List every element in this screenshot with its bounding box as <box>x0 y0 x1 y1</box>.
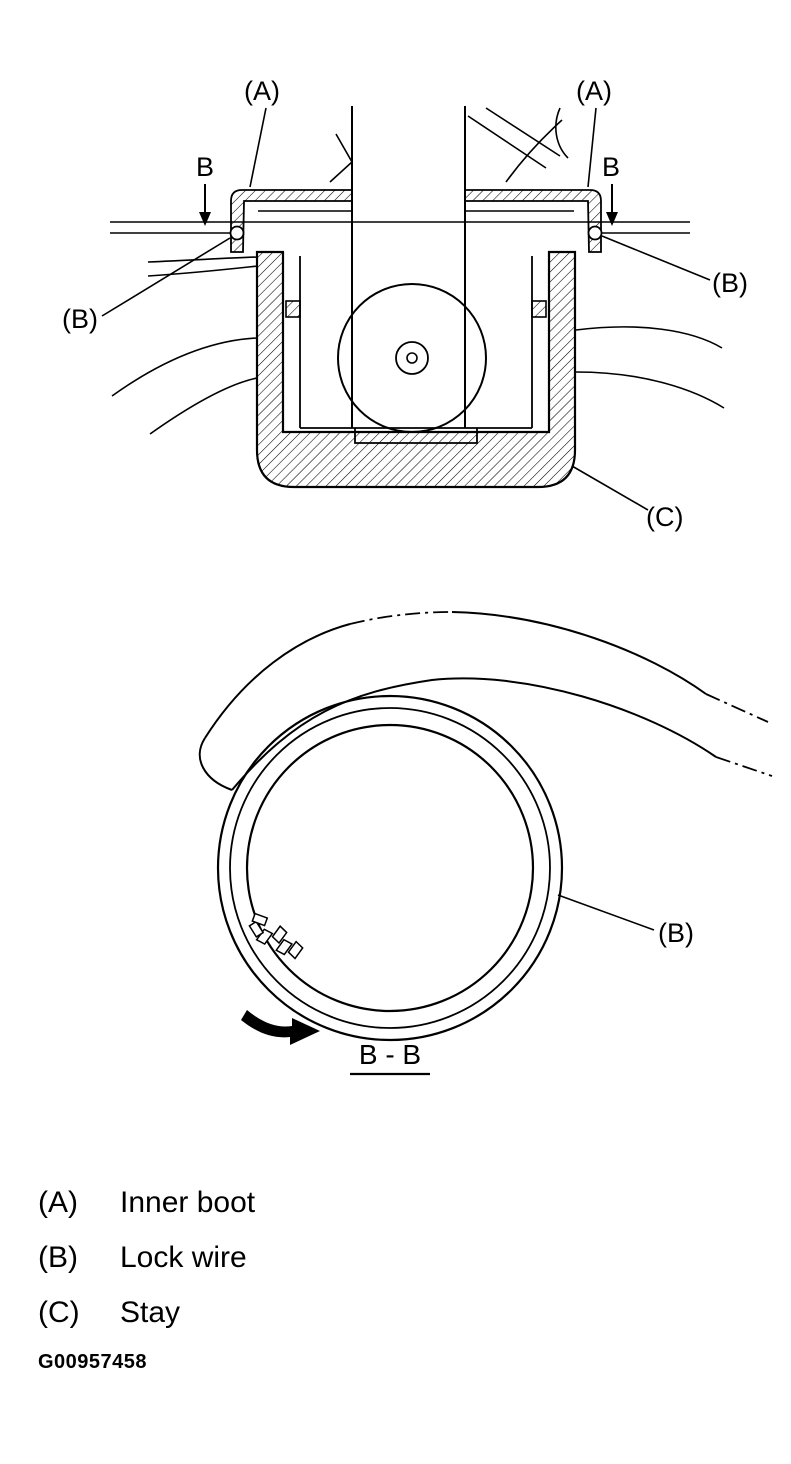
race-bottom-step <box>354 428 478 444</box>
ball-joint <box>337 283 487 433</box>
snap-ring-left <box>285 300 301 318</box>
leader-a-right <box>587 107 597 188</box>
leader-a-left <box>249 107 267 188</box>
legend-key-a: (A) <box>38 1186 78 1219</box>
diagram-canvas: (A) (A) B B (B) (B) (C) <box>62 76 773 1076</box>
label-a-right: (A) <box>576 76 612 106</box>
legend-row-a: (A) Inner boot <box>38 1186 255 1220</box>
twist-segment <box>275 938 294 956</box>
inner-boot-left <box>230 189 353 253</box>
leader-b-ring <box>557 894 655 931</box>
legend-row-b: (B) Lock wire <box>38 1241 255 1275</box>
figure-code: G00957458 <box>38 1351 148 1373</box>
cross-section-view <box>101 106 725 511</box>
label-b-left: (B) <box>62 304 98 334</box>
housing-line-left-1 <box>147 256 259 263</box>
lock-wire-ring <box>229 707 551 1029</box>
legend-label-c: Stay <box>120 1296 181 1329</box>
spline-sketch-2 <box>485 107 561 157</box>
leader-c <box>571 465 649 511</box>
label-b-arrow-right: B <box>602 152 620 182</box>
band-lower-phantom-right <box>715 756 773 777</box>
twist-end-stub <box>251 912 269 927</box>
legend-label-b: Lock wire <box>120 1241 247 1274</box>
twist-end-stub <box>248 920 265 938</box>
band-end-hook <box>198 737 233 791</box>
bb-section-view <box>198 611 773 1076</box>
lock-wire-section-right <box>587 225 603 241</box>
twist-segment <box>287 940 304 960</box>
legend-row-c: (C) Stay <box>38 1296 255 1330</box>
snap-ring-right <box>531 300 547 318</box>
label-b-ring: (B) <box>658 918 694 948</box>
boot-inner-ring <box>245 723 535 1013</box>
inner-boot-right <box>464 189 602 253</box>
legend-key-c: (C) <box>38 1296 80 1329</box>
legend-key-b: (B) <box>38 1241 78 1274</box>
ball-center-dot <box>406 352 418 364</box>
band-upper-phantom <box>349 611 453 625</box>
spline-sketch-1 <box>467 115 547 169</box>
band-lower-solid <box>231 677 717 791</box>
band-upper-solid-left <box>204 623 351 739</box>
leader-b-left <box>101 237 231 317</box>
break-line-left-2 <box>149 377 258 435</box>
spline-sketch-5 <box>555 107 569 159</box>
label-c: (C) <box>646 502 683 532</box>
legend: (A) Inner boot (B) Lock wire (C) Stay G0… <box>38 1186 255 1374</box>
twist-segment <box>271 925 288 945</box>
break-line-right-2 <box>575 371 725 409</box>
band-upper-solid-right <box>451 611 707 695</box>
band-upper-phantom-right <box>705 693 769 723</box>
label-a-left: (A) <box>244 76 280 106</box>
break-line-right-1 <box>575 326 723 349</box>
lock-wire-section-left <box>229 225 245 241</box>
b-arrowhead-left <box>199 212 211 226</box>
break-line-left-1 <box>111 337 258 397</box>
stay-cup <box>255 250 577 489</box>
section-caption: B - B <box>359 1039 421 1070</box>
ball-center-ring <box>395 341 429 375</box>
legend-label-a: Inner boot <box>120 1186 256 1219</box>
label-b-right: (B) <box>712 268 748 298</box>
lock-wire-twist <box>248 912 304 960</box>
boot-outer-ring <box>216 694 564 1042</box>
b-arrowhead-right <box>606 212 618 226</box>
rotation-arrow <box>241 1010 320 1045</box>
label-b-arrow-left: B <box>196 152 214 182</box>
housing-line-left-2 <box>147 265 259 277</box>
leader-b-right <box>601 235 711 281</box>
spline-sketch-4 <box>329 133 354 183</box>
